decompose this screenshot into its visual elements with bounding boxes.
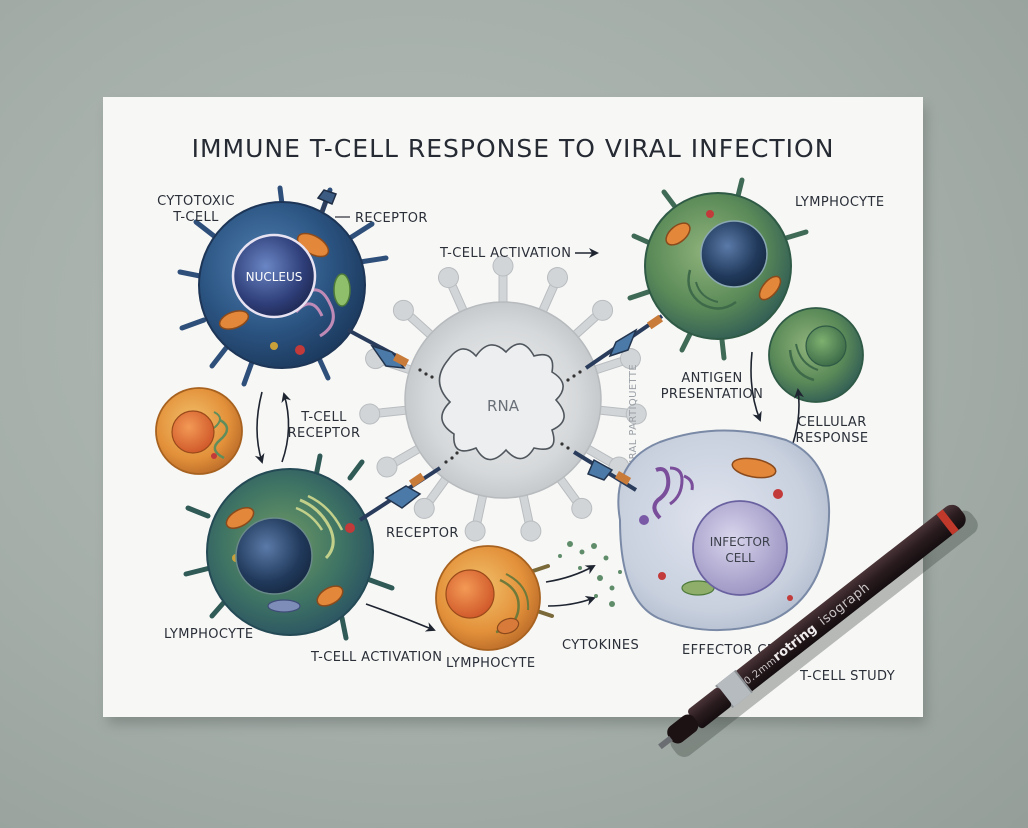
lymphocyte-top-label: LYMPHOCYTE [795, 195, 884, 210]
infector-label-line2: CELL [725, 551, 755, 565]
receptor-top-marker [316, 189, 337, 213]
nucleus-label: NUCLEUS [246, 270, 303, 284]
diagram-title: IMMUNE T-CELL RESPONSE TO VIRAL INFECTIO… [192, 134, 835, 163]
cytokine-particles [558, 541, 622, 607]
rna-label: RNA [487, 397, 520, 415]
cytotoxic-label-line2: T-CELL [172, 210, 219, 225]
lymphocyte-left-label: LYMPHOCYTE [164, 627, 253, 642]
viral-particle-label: VIRAL PARTIQUETTE [628, 364, 639, 470]
activation-bottom-label: T-CELL ACTIVATION [310, 650, 442, 665]
receptor-mid-label: RECEPTOR [386, 526, 459, 541]
effector-cell: INFECTOR CELL [617, 429, 830, 632]
arrow-up-left [281, 392, 292, 463]
antigen-label-line2: PRESENTATION [661, 387, 764, 402]
cellular-label-line1: CELLULAR [797, 415, 866, 430]
lymphocyte-bottom-label: LYMPHOCYTE [446, 656, 535, 671]
arrow-antigen-down [750, 351, 762, 422]
small-lymphocyte-left [155, 387, 243, 475]
pen: 0.2mm rotring isograph [658, 504, 978, 757]
lymphocyte-bottom-left [183, 453, 395, 641]
arrow-cytokine-upper [545, 565, 596, 583]
virus-particle: RNA [358, 255, 648, 544]
lymphocyte-top-right [627, 177, 809, 361]
tcell-receptor-label-line2: RECEPTOR [288, 426, 361, 441]
cellular-label-line2: RESPONSE [796, 431, 869, 446]
small-cell-right [768, 307, 864, 403]
arrow-to-bottom-lymphocyte [365, 603, 436, 632]
receptor-link-lower-left [358, 451, 459, 522]
cytotoxic-t-cell: NUCLEUS [177, 185, 389, 387]
cytokines-label: CYTOKINES [562, 638, 639, 653]
antigen-label-line1: ANTIGEN [681, 371, 742, 386]
receptor-link-upper-right [566, 314, 664, 382]
lymphocyte-bottom [435, 545, 554, 651]
receptor-top-label: RECEPTOR [355, 211, 428, 226]
activation-top-label: T-CELL ACTIVATION [439, 246, 571, 261]
receptor-link-lower-right [560, 442, 638, 492]
receptor-link-upper-left [347, 328, 434, 379]
infector-label-line1: INFECTOR [710, 535, 771, 549]
tcell-receptor-label-line1: T-CELL [300, 410, 347, 425]
arrow-down-left [254, 391, 265, 464]
study-label: T-CELL STUDY [799, 669, 895, 684]
cytotoxic-label-line1: CYTOTOXIC [157, 194, 235, 209]
arrow-cytokine-lower [547, 596, 596, 607]
